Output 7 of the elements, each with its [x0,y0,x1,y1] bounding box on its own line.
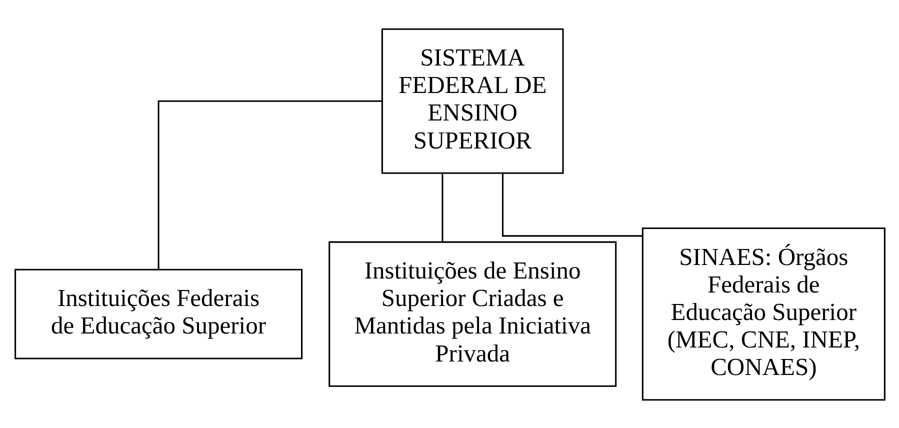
node-box: Instituições Federais de Educação Superior [14,268,302,359]
connector [441,172,443,242]
node-box: SISTEMA FEDERAL DE ENSINO SUPERIOR [380,28,564,174]
node-box: Instituições de Ensino Superior Criadas e Mantidas pela Iniciativa Privada [328,240,616,386]
connector [501,172,642,236]
node-box: SINAES: Órgãos Federais de Educação Superior (MEC, CNE, INEP, CONAES) [641,227,885,400]
connector [157,100,382,269]
